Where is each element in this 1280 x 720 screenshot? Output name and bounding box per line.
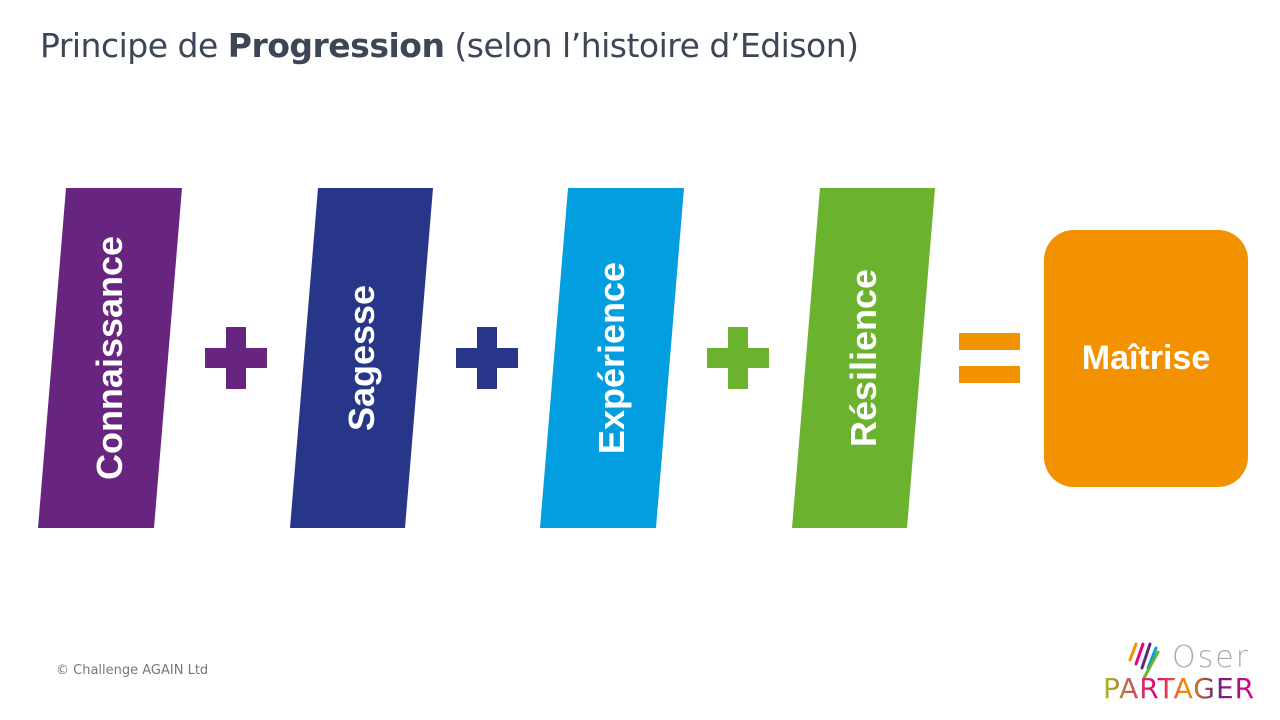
result-label: Maîtrise bbox=[1081, 339, 1211, 377]
maitrise-result-box: Maîtrise bbox=[1044, 230, 1248, 487]
plus-icon bbox=[456, 327, 518, 389]
logo-partager: PARTAGER bbox=[1103, 672, 1256, 705]
oser-partager-logo: Oser PARTAGER bbox=[1100, 638, 1260, 708]
block-label: Résilience bbox=[843, 268, 884, 448]
slide-title: Principe de Progression (selon l’histoir… bbox=[40, 26, 859, 65]
title-suffix: (selon l’histoire d’Edison) bbox=[444, 26, 859, 65]
plus-icon bbox=[205, 327, 267, 389]
experience-block: Expérience bbox=[540, 188, 684, 528]
logo-oser: Oser bbox=[1172, 640, 1251, 675]
block-label: Connaissance bbox=[89, 235, 130, 481]
block-label: Expérience bbox=[591, 261, 632, 455]
resilience-block: Résilience bbox=[792, 188, 935, 528]
copyright: © Challenge AGAIN Ltd bbox=[56, 663, 209, 678]
equals-bar-bottom bbox=[959, 366, 1020, 383]
equals-bar-top bbox=[959, 333, 1020, 350]
connaissance-block: Connaissance bbox=[38, 188, 182, 528]
sagesse-block: Sagesse bbox=[290, 188, 433, 528]
plus-icon bbox=[707, 327, 769, 389]
logo-stripes-icon bbox=[1128, 642, 1160, 680]
title-prefix: Principe de bbox=[40, 26, 228, 65]
title-bold: Progression bbox=[227, 26, 445, 65]
block-label: Sagesse bbox=[341, 284, 382, 432]
